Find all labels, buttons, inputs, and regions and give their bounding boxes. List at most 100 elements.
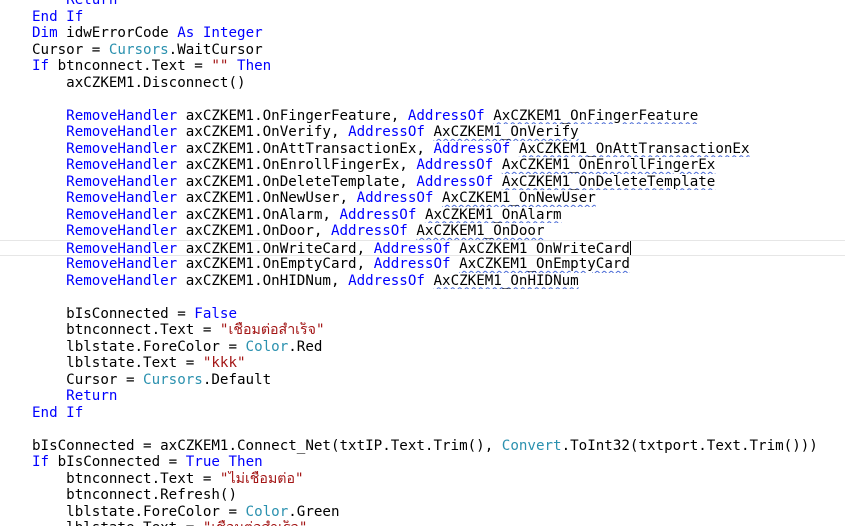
code-line[interactable]: [0, 421, 845, 438]
code-token: RemoveHandler: [66, 173, 178, 190]
indent: [32, 520, 66, 526]
code-token: btnconnect.Refresh(): [66, 487, 238, 503]
code-token: axCZKEM1.OnVerify,: [177, 124, 349, 140]
code-token: Dim: [32, 25, 58, 41]
code-line[interactable]: btnconnect.Text = "ไม่เชื่อมต่อ": [0, 471, 845, 488]
code-token: lblstate.ForeColor =: [66, 503, 246, 520]
code-token: Integer: [202, 25, 263, 41]
code-token-squiggled: AxCZKEM1_OnAttTransactionEx: [518, 140, 750, 157]
code-token: [451, 241, 460, 256]
code-token: btnconnect.Text =: [49, 58, 212, 74]
code-token: Cursor =: [66, 371, 144, 388]
code-token: As: [177, 25, 195, 41]
code-token: AddressOf: [339, 206, 417, 223]
code-token: bIsConnected = axCZKEM1.Connect_Net(txtI…: [32, 437, 502, 454]
code-line[interactable]: RemoveHandler axCZKEM1.OnDeleteTemplate,…: [0, 174, 845, 191]
code-token: RemoveHandler: [66, 140, 178, 157]
code-token-squiggled: AxCZKEM1_OnFingerFeature: [493, 107, 699, 124]
code-token: "ไม่เชื่อมต่อ": [219, 470, 304, 487]
code-token: .WaitCursor: [168, 41, 263, 58]
code-token: Cursors: [108, 41, 169, 58]
code-line[interactable]: Dim idwErrorCode As Integer: [0, 25, 845, 42]
code-token: Cursor =: [32, 41, 109, 58]
code-line[interactable]: btnconnect.Refresh(): [0, 487, 845, 504]
code-line[interactable]: RemoveHandler axCZKEM1.OnAttTransactionE…: [0, 141, 845, 158]
code-token: Color: [245, 503, 289, 520]
indent: [32, 256, 66, 272]
indent: [32, 75, 66, 91]
code-line[interactable]: RemoveHandler axCZKEM1.OnEmptyCard, Addr…: [0, 256, 845, 273]
code-line[interactable]: [0, 289, 845, 306]
code-line[interactable]: RemoveHandler axCZKEM1.OnAlarm, AddressO…: [0, 207, 845, 224]
code-token: AddressOf: [373, 240, 451, 256]
code-token: "เชื่อมต่อสำเร็จ": [203, 520, 308, 526]
code-token: lblstate.Text =: [66, 520, 203, 526]
code-line[interactable]: RemoveHandler axCZKEM1.OnEnrollFingerEx,…: [0, 157, 845, 174]
code-line[interactable]: Cursor = Cursors.WaitCursor: [0, 42, 845, 59]
indent: [32, 355, 66, 371]
code-token: .Default: [202, 371, 272, 388]
code-token-squiggled: AxCZKEM1_OnAlarm: [424, 206, 562, 223]
code-token: bIsConnected =: [66, 305, 195, 322]
code-token: True: [185, 454, 220, 470]
code-token: [493, 157, 502, 173]
code-token: lblstate.ForeColor =: [66, 338, 246, 355]
code-line[interactable]: lblstate.ForeColor = Color.Green: [0, 504, 845, 521]
indent: [32, 322, 66, 338]
code-line[interactable]: axCZKEM1.Disconnect(): [0, 75, 845, 92]
code-token: [510, 141, 519, 157]
code-line[interactable]: RemoveHandler axCZKEM1.OnVerify, Address…: [0, 124, 845, 141]
code-token: btnconnect.Text =: [66, 470, 220, 487]
code-line[interactable]: RemoveHandler axCZKEM1.OnNewUser, Addres…: [0, 190, 845, 207]
code-token: axCZKEM1.Disconnect(): [66, 74, 246, 91]
code-line[interactable]: If bIsConnected = True Then: [0, 454, 845, 471]
code-line[interactable]: If btnconnect.Text = "" Then: [0, 58, 845, 75]
code-line[interactable]: bIsConnected = axCZKEM1.Connect_Net(txtI…: [0, 438, 845, 455]
code-line[interactable]: [0, 91, 845, 108]
code-line[interactable]: RemoveHandler axCZKEM1.OnFingerFeature, …: [0, 108, 845, 125]
code-token: AddressOf: [416, 173, 494, 190]
code-line[interactable]: RemoveHandler axCZKEM1.OnDoor, AddressOf…: [0, 223, 845, 240]
indent: [32, 108, 66, 124]
code-line[interactable]: End If: [0, 405, 845, 422]
code-token: Color: [245, 338, 289, 355]
code-line[interactable]: Return: [0, 388, 845, 405]
code-line[interactable]: lblstate.Text = "kkk": [0, 355, 845, 372]
code-token: [493, 174, 502, 190]
indent: [32, 223, 66, 239]
code-token-squiggled: AxCZKEM1_OnEnrollFingerEx: [501, 157, 716, 173]
indent: [32, 241, 66, 256]
code-token: RemoveHandler: [66, 240, 178, 256]
code-line[interactable]: lblstate.ForeColor = Color.Red: [0, 339, 845, 356]
code-line[interactable]: RemoveHandler axCZKEM1.OnHIDNum, Address…: [0, 273, 845, 290]
code-token: Convert: [501, 437, 562, 454]
code-line[interactable]: btnconnect.Text = "เชื่อมต่อสำเร็จ": [0, 322, 845, 339]
code-token: Return: [66, 0, 118, 8]
code-line-current[interactable]: RemoveHandler axCZKEM1.OnWriteCard, Addr…: [0, 239, 845, 256]
indent: [32, 372, 66, 388]
code-token: AddressOf: [407, 107, 485, 124]
code-line[interactable]: bIsConnected = False: [0, 306, 845, 323]
indent: [32, 471, 66, 487]
code-token: RemoveHandler: [66, 223, 178, 239]
code-token-squiggled: AxCZKEM1_OnWriteCard: [459, 240, 630, 256]
code-token: AddressOf: [433, 140, 511, 157]
code-token: bIsConnected =: [49, 454, 186, 470]
code-token: axCZKEM1.OnEmptyCard,: [177, 256, 374, 272]
code-token: RemoveHandler: [66, 190, 178, 206]
code-line[interactable]: lblstate.Text = "เชื่อมต่อสำเร็จ": [0, 520, 845, 526]
code-token: RemoveHandler: [66, 107, 178, 124]
code-line[interactable]: Return: [0, 0, 845, 9]
code-token-squiggled: AxCZKEM1_OnNewUser: [442, 190, 596, 206]
code-token: "kkk": [202, 355, 246, 371]
code-token: [228, 58, 237, 74]
code-token: RemoveHandler: [66, 124, 178, 140]
indent: [32, 388, 66, 404]
indent: [32, 504, 66, 520]
code-line[interactable]: Cursor = Cursors.Default: [0, 372, 845, 389]
code-line[interactable]: End If: [0, 9, 845, 26]
code-token: RemoveHandler: [66, 272, 178, 289]
code-token-squiggled: AxCZKEM1_OnEmptyCard: [459, 256, 630, 272]
